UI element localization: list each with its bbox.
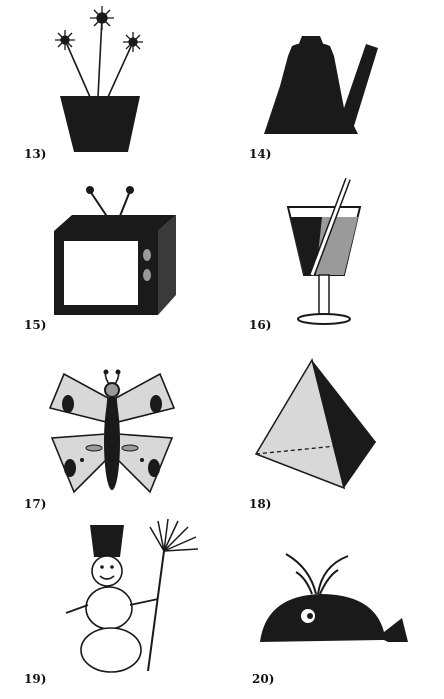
figure-label-15: 15) bbox=[24, 318, 47, 332]
figure-label-14: 14) bbox=[249, 147, 272, 161]
figure-label-18: 18) bbox=[249, 497, 272, 511]
whale-icon bbox=[260, 553, 408, 642]
butterfly-icon bbox=[48, 369, 176, 494]
cocktail-glass-icon bbox=[286, 177, 362, 325]
snowman-icon bbox=[65, 518, 199, 673]
figure-label-20: 20) bbox=[252, 672, 275, 686]
flower-pot-icon bbox=[55, 6, 143, 152]
teapot-icon bbox=[264, 36, 378, 134]
figure-label-19: 19) bbox=[24, 672, 47, 686]
television-icon bbox=[54, 186, 176, 315]
figure-label-16: 16) bbox=[249, 318, 272, 332]
figure-label-13: 13) bbox=[24, 147, 47, 161]
pyramid-icon bbox=[254, 358, 377, 490]
figure-label-17: 17) bbox=[24, 497, 47, 511]
